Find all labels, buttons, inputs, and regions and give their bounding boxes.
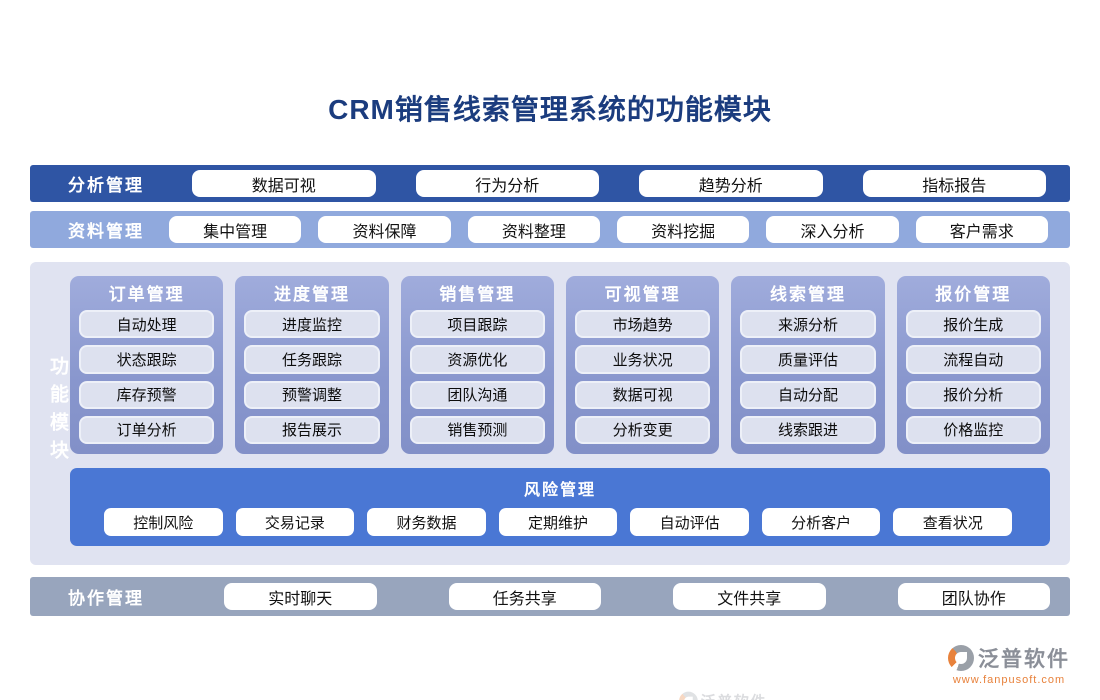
- module-chip[interactable]: 数据可视: [574, 380, 711, 409]
- function-module-panel: 功能模块 订单管理 自动处理 状态跟踪 库存预警 订单分析 进度管理 进度监控 …: [30, 262, 1070, 700]
- footer-logo: 泛普软件 www.fanpusoft.com: [948, 643, 1070, 686]
- module-chip[interactable]: 质量评估: [740, 345, 876, 374]
- column-lead-management: 线索管理 来源分析 质量评估 自动分配 线索跟进: [731, 276, 885, 454]
- analysis-item-button[interactable]: 趋势分析: [639, 170, 823, 197]
- analysis-item-button[interactable]: 指标报告: [862, 170, 1046, 197]
- risk-items: 控制风险 交易记录 财务数据 定期维护 自动评估 分析客户 查看状况: [104, 508, 1013, 536]
- watermark-brand-name: 泛普软件: [701, 690, 767, 700]
- risk-item-button[interactable]: 分析客户: [761, 508, 881, 536]
- collaboration-band-label: 协作管理: [68, 589, 144, 608]
- module-chip[interactable]: 报价生成: [905, 310, 1041, 339]
- analysis-item-button[interactable]: 数据可视: [192, 170, 376, 197]
- module-chip[interactable]: 订单分析: [79, 415, 215, 444]
- module-chip[interactable]: 资源优化: [409, 345, 545, 374]
- page-title: CRM销售线索管理系统的功能模块: [328, 94, 772, 125]
- column-sales-management: 销售管理 项目跟踪 资源优化 团队沟通 销售预测: [400, 276, 554, 454]
- module-chip[interactable]: 进度监控: [244, 310, 380, 339]
- module-chip[interactable]: 团队沟通: [409, 380, 545, 409]
- footer-brand-url: www.fanpusoft.com: [952, 674, 1066, 686]
- data-item-button[interactable]: 资料保障: [318, 216, 451, 243]
- module-chip[interactable]: 销售预测: [409, 415, 545, 444]
- data-band-label: 资料管理: [68, 222, 144, 241]
- risk-item-button[interactable]: 交易记录: [235, 508, 355, 536]
- column-title: 线索管理: [769, 285, 846, 304]
- brand-swirl-icon: [948, 645, 974, 671]
- column-title: 报价管理: [935, 285, 1012, 304]
- risk-management-block: 风险管理 控制风险 交易记录 财务数据 定期维护 自动评估 分析客户 查看状况: [70, 468, 1050, 546]
- data-band: 资料管理 集中管理 资料保障 资料整理 资料挖掘 深入分析 客户需求: [30, 211, 1070, 248]
- risk-item-button[interactable]: 定期维护: [498, 508, 618, 536]
- collaboration-item-button[interactable]: 任务共享: [448, 583, 601, 610]
- module-chip[interactable]: 状态跟踪: [79, 345, 215, 374]
- module-chip[interactable]: 库存预警: [79, 380, 215, 409]
- column-title: 进度管理: [273, 285, 350, 304]
- module-chip[interactable]: 报价分析: [905, 380, 1041, 409]
- data-item-button[interactable]: 客户需求: [915, 216, 1048, 243]
- risk-item-button[interactable]: 财务数据: [367, 508, 486, 536]
- data-item-button[interactable]: 深入分析: [766, 216, 899, 243]
- module-chip[interactable]: 流程自动: [905, 345, 1041, 374]
- column-title: 销售管理: [439, 285, 516, 304]
- column-order-management: 订单管理 自动处理 状态跟踪 库存预警 订单分析: [70, 276, 224, 454]
- module-chip[interactable]: 项目跟踪: [409, 310, 545, 339]
- module-chip[interactable]: 预警调整: [244, 380, 380, 409]
- data-item-button[interactable]: 资料挖掘: [616, 216, 750, 243]
- analysis-band: 分析管理 数据可视 行为分析 趋势分析 指标报告: [30, 165, 1070, 202]
- column-title: 可视管理: [604, 285, 681, 304]
- footer-brand-name: 泛普软件: [978, 648, 1070, 671]
- risk-item-button[interactable]: 查看状况: [893, 508, 1013, 536]
- module-chip[interactable]: 业务状况: [574, 345, 711, 374]
- column-progress-management: 进度管理 进度监控 任务跟踪 预警调整 报告展示: [235, 276, 389, 454]
- module-chip[interactable]: 价格监控: [905, 415, 1041, 444]
- column-visual-management: 可视管理 市场趋势 业务状况 数据可视 分析变更: [565, 276, 720, 454]
- risk-item-button[interactable]: 控制风险: [104, 508, 223, 536]
- brand-swirl-icon: [679, 691, 698, 700]
- risk-title: 风险管理: [523, 482, 596, 499]
- column-quote-management: 报价管理 报价生成 流程自动 报价分析 价格监控: [896, 276, 1050, 454]
- module-chip[interactable]: 市场趋势: [574, 310, 711, 339]
- module-columns: 订单管理 自动处理 状态跟踪 库存预警 订单分析 进度管理 进度监控 任务跟踪 …: [70, 276, 1050, 454]
- module-chip[interactable]: 线索跟进: [740, 415, 876, 444]
- column-title: 订单管理: [108, 285, 185, 304]
- watermark-logo: 泛普软件: [679, 690, 767, 700]
- risk-item-button[interactable]: 自动评估: [630, 508, 749, 536]
- collaboration-item-button[interactable]: 文件共享: [673, 583, 826, 610]
- collaboration-item-button[interactable]: 实时聊天: [224, 583, 377, 610]
- module-chip[interactable]: 来源分析: [740, 310, 876, 339]
- data-item-button[interactable]: 集中管理: [169, 216, 302, 243]
- analysis-item-button[interactable]: 行为分析: [415, 170, 599, 197]
- module-chip[interactable]: 自动分配: [740, 380, 876, 409]
- collaboration-item-button[interactable]: 团队协作: [897, 583, 1050, 610]
- data-item-button[interactable]: 资料整理: [467, 216, 600, 243]
- function-module-label: 功能模块: [47, 355, 68, 468]
- module-chip[interactable]: 报告展示: [244, 415, 380, 444]
- module-chip[interactable]: 任务跟踪: [244, 345, 380, 374]
- collaboration-band: 协作管理 实时聊天 任务共享 文件共享 团队协作: [30, 577, 1070, 616]
- module-chip[interactable]: 分析变更: [574, 415, 711, 444]
- module-chip[interactable]: 自动处理: [79, 310, 215, 339]
- analysis-band-label: 分析管理: [68, 176, 144, 195]
